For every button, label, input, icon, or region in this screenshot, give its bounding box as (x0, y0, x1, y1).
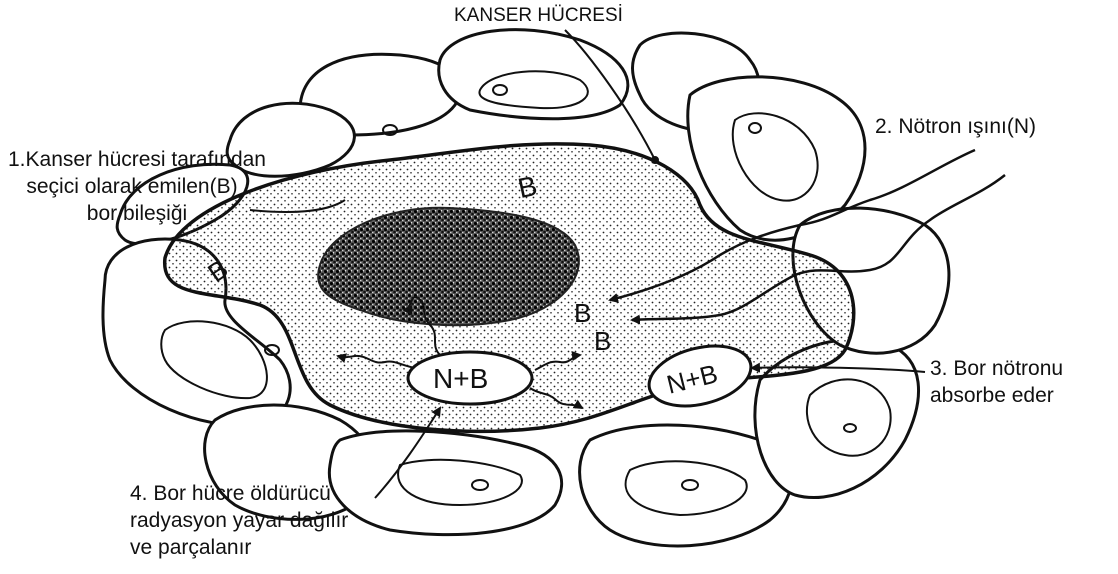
boron-symbol-center-1: B (574, 298, 591, 328)
step3-line-2: absorbe eder (930, 382, 1063, 409)
boron-symbol-center-2: B (594, 326, 611, 356)
step3-line-1: 3. Bor nötronu (930, 355, 1063, 382)
step1-line-2: seçici olarak emilen(B) (0, 173, 266, 200)
title-leader-dot (652, 157, 658, 163)
step1-line-3: bor bileşiği (8, 200, 266, 227)
step3-label: 3. Bor nötronu absorbe eder (930, 355, 1063, 409)
step1-line-1: 1.Kanser hücresi tarafından (8, 146, 266, 173)
step4-line-3: ve parçalanır (130, 534, 348, 561)
diagram-title: KANSER HÜCRESİ (454, 2, 623, 29)
step4-line-2: radyasyon yayar dağılır (130, 507, 348, 534)
step1-label: 1.Kanser hücresi tarafından seçici olara… (8, 146, 266, 227)
surrounding-cell (329, 431, 561, 535)
diagram-title-text: KANSER HÜCRESİ (454, 2, 623, 29)
step2-line-1: 2. Nötron ışını(N) (875, 113, 1036, 140)
step4-line-1: 4. Bor hücre öldürücü (130, 480, 348, 507)
step2-label: 2. Nötron ışını(N) (875, 113, 1036, 140)
step4-label: 4. Bor hücre öldürücü radyasyon yayar da… (130, 480, 348, 561)
surrounding-cell (439, 30, 628, 119)
reaction-label-left: N+B (433, 363, 488, 394)
